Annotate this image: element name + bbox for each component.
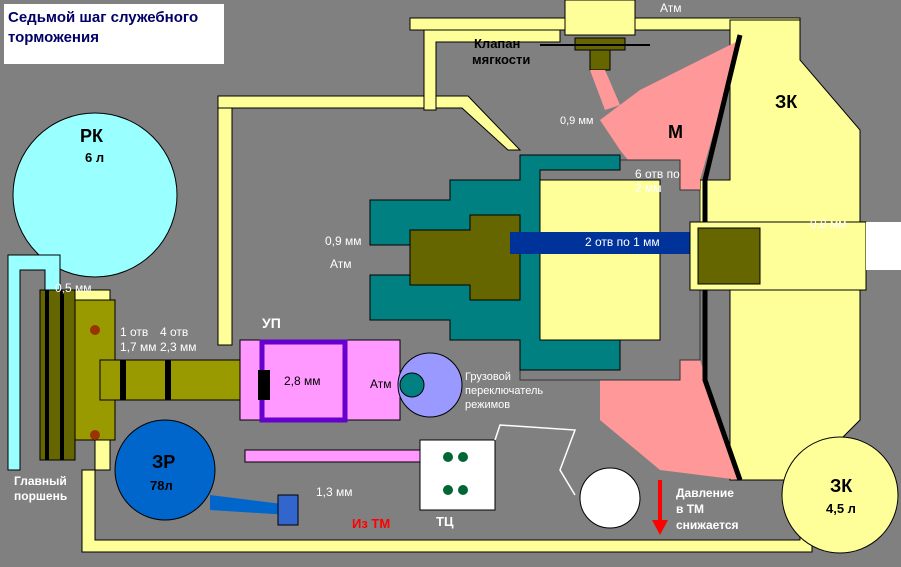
- zk-small-reservoir: [781, 436, 899, 554]
- pressure-arrow-head: [652, 520, 668, 535]
- label-rk: РК: [80, 126, 104, 146]
- center-tube-yellow: [539, 179, 661, 341]
- label-main-piston-1: Главный: [14, 474, 67, 488]
- label-holes-4-b: 2,3 мм: [160, 340, 197, 354]
- zr-reservoir: [114, 419, 216, 521]
- label-holes-2x1: 2 отв по 1 мм: [585, 235, 660, 249]
- label-d28: 2,8 мм: [284, 374, 321, 388]
- label-tc: ТЦ: [436, 514, 454, 529]
- label-d09-top: 0,9 мм: [560, 115, 593, 127]
- title-box: [4, 4, 224, 64]
- title-line-2: торможения: [8, 29, 99, 46]
- tc-cylinder: [244, 439, 496, 511]
- label-soft-valve-2: мягкости: [472, 52, 530, 67]
- label-d05: 0,5 мм: [55, 281, 92, 295]
- label-holes-4-a: 4 отв: [160, 325, 188, 339]
- label-atm-top: Атм: [660, 1, 682, 15]
- load-switch-circle: [397, 352, 463, 418]
- label-zk2: ЗК: [830, 476, 853, 496]
- right-opening: [866, 222, 901, 270]
- label-zr: ЗР: [152, 452, 175, 472]
- olive-piston: [409, 214, 521, 301]
- center-channel-blue: [510, 232, 700, 254]
- label-load-switch-1: Грузовой: [465, 371, 511, 383]
- label-zk2-vol: 4,5 л: [826, 501, 856, 516]
- label-soft-valve-1: Клапан: [474, 36, 520, 51]
- label-d13: 1,3 мм: [316, 485, 353, 499]
- brake-linkage: [494, 424, 577, 496]
- label-pressure-2: в ТМ: [676, 502, 704, 516]
- rk-reservoir: [12, 112, 178, 278]
- label-pressure-3: снижается: [676, 518, 739, 532]
- label-d08: 0,8 мм: [810, 217, 847, 231]
- label-zr-vol: 78л: [150, 478, 173, 493]
- zr-pipe: [210, 495, 290, 515]
- wheel-circle: [579, 467, 641, 529]
- label-load-switch-2: переключатель: [465, 385, 543, 397]
- rk-pipe: [7, 254, 61, 471]
- label-main-piston-2: поршень: [14, 489, 67, 503]
- label-pressure-1: Давление: [676, 486, 734, 500]
- label-up: УП: [262, 315, 281, 331]
- label-holes-6x2-2: 2 мм: [635, 181, 662, 195]
- pink-passage: [590, 70, 620, 110]
- main-piston-assembly: [39, 289, 241, 461]
- soft-valve: [540, 0, 650, 71]
- label-atm-left: Атм: [330, 257, 352, 271]
- label-load-switch-3: режимов: [465, 399, 510, 411]
- label-holes-1-a: 1 отв: [120, 325, 148, 339]
- up-body: [239, 339, 401, 423]
- label-atm-mid: Атм: [370, 377, 392, 391]
- label-m: М: [668, 122, 683, 142]
- from-tm-valve: [277, 494, 299, 526]
- title-line-1: Седьмой шаг служебного: [8, 9, 198, 26]
- label-holes-1-b: 1,7 мм: [120, 340, 157, 354]
- label-zk: ЗК: [775, 92, 798, 112]
- right-valve-olive: [697, 227, 761, 285]
- label-rk-vol: 6 л: [85, 150, 104, 165]
- label-from-tm: Из ТМ: [352, 516, 390, 531]
- label-d09-left: 0,9 мм: [325, 234, 362, 248]
- label-holes-6x2-1: 6 отв по: [635, 167, 680, 181]
- load-switch-knob: [399, 372, 425, 398]
